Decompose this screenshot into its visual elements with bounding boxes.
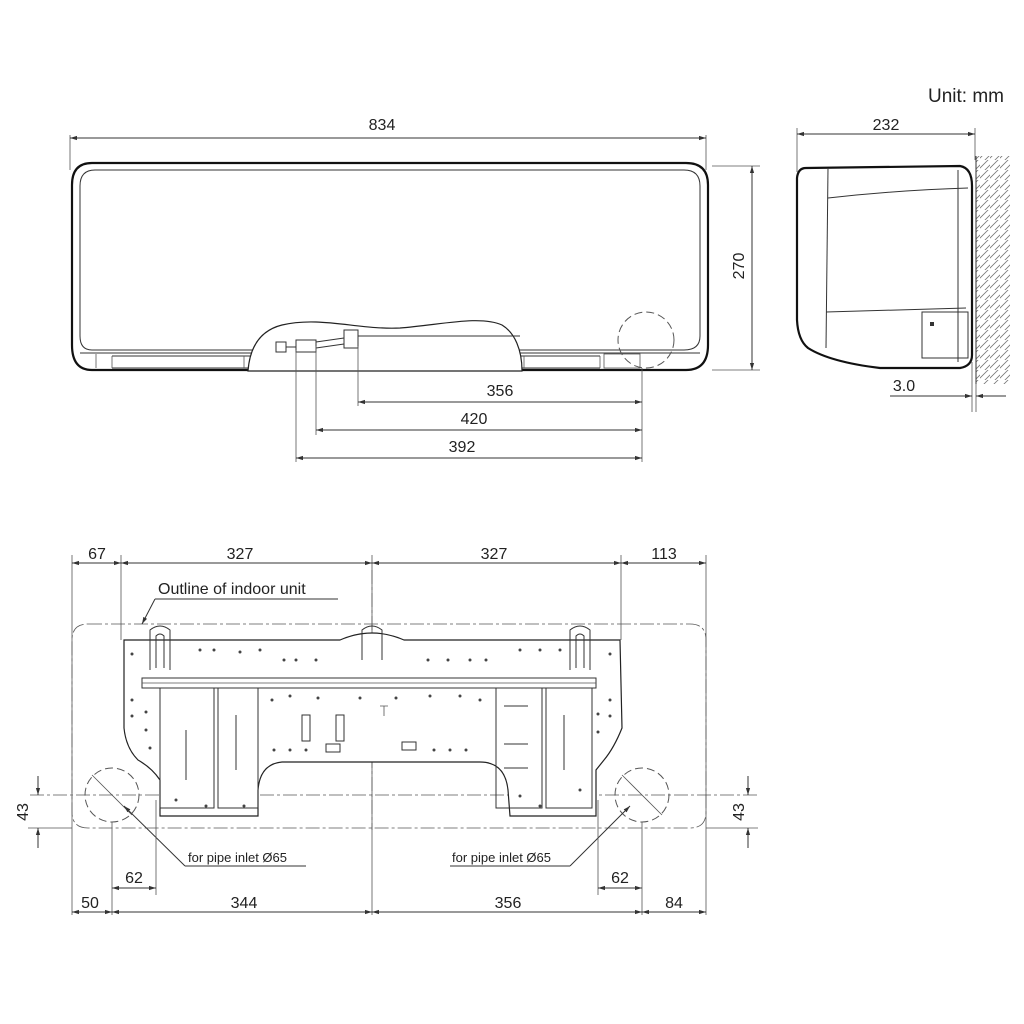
top-dim-327-left: 327 — [227, 546, 254, 563]
right-inlet-offset-dim: 62 — [611, 870, 629, 887]
bottom-dim-344: 344 — [231, 895, 258, 912]
side-unit-body — [795, 164, 974, 370]
right-pipe-label: for pipe inlet Ø65 — [452, 850, 551, 865]
outline-label: Outline of indoor unit — [158, 581, 306, 598]
front-view: 834 270 — [69, 117, 760, 462]
mounting-plate — [123, 632, 623, 817]
top-dim-113: 113 — [651, 546, 677, 563]
bottom-dim-84: 84 — [665, 895, 683, 912]
side-view: 232 3.0 — [795, 117, 1010, 412]
wall-hatch — [976, 156, 1010, 384]
left-inlet-height-dim: 43 — [15, 803, 32, 821]
mounting-plate-view: 67 327 327 113 Outline of indoor unit — [15, 546, 758, 915]
outlet-circle — [617, 311, 675, 369]
left-inlet-offset-dim: 62 — [125, 870, 143, 887]
unit-label: Unit: mm — [928, 86, 1004, 107]
front-height-dim: 270 — [731, 253, 748, 280]
pipe-dim-356: 356 — [487, 383, 514, 400]
top-dim-327-right: 327 — [481, 546, 508, 563]
front-width-dim: 834 — [369, 117, 396, 134]
right-inlet-height-dim: 43 — [731, 803, 748, 821]
front-unit-body — [70, 161, 710, 372]
top-dim-67: 67 — [88, 546, 106, 563]
pipe-dim-392: 392 — [449, 439, 476, 456]
pipe-dim-420: 420 — [461, 411, 488, 428]
pipe-fitting — [275, 329, 520, 353]
plate-holes — [130, 648, 612, 808]
left-pipe-label: for pipe inlet Ø65 — [188, 850, 287, 865]
side-depth-dim: 232 — [873, 117, 900, 134]
wall-gap-dim: 3.0 — [893, 378, 915, 395]
bottom-dim-50: 50 — [81, 895, 99, 912]
bottom-dim-356: 356 — [495, 895, 522, 912]
